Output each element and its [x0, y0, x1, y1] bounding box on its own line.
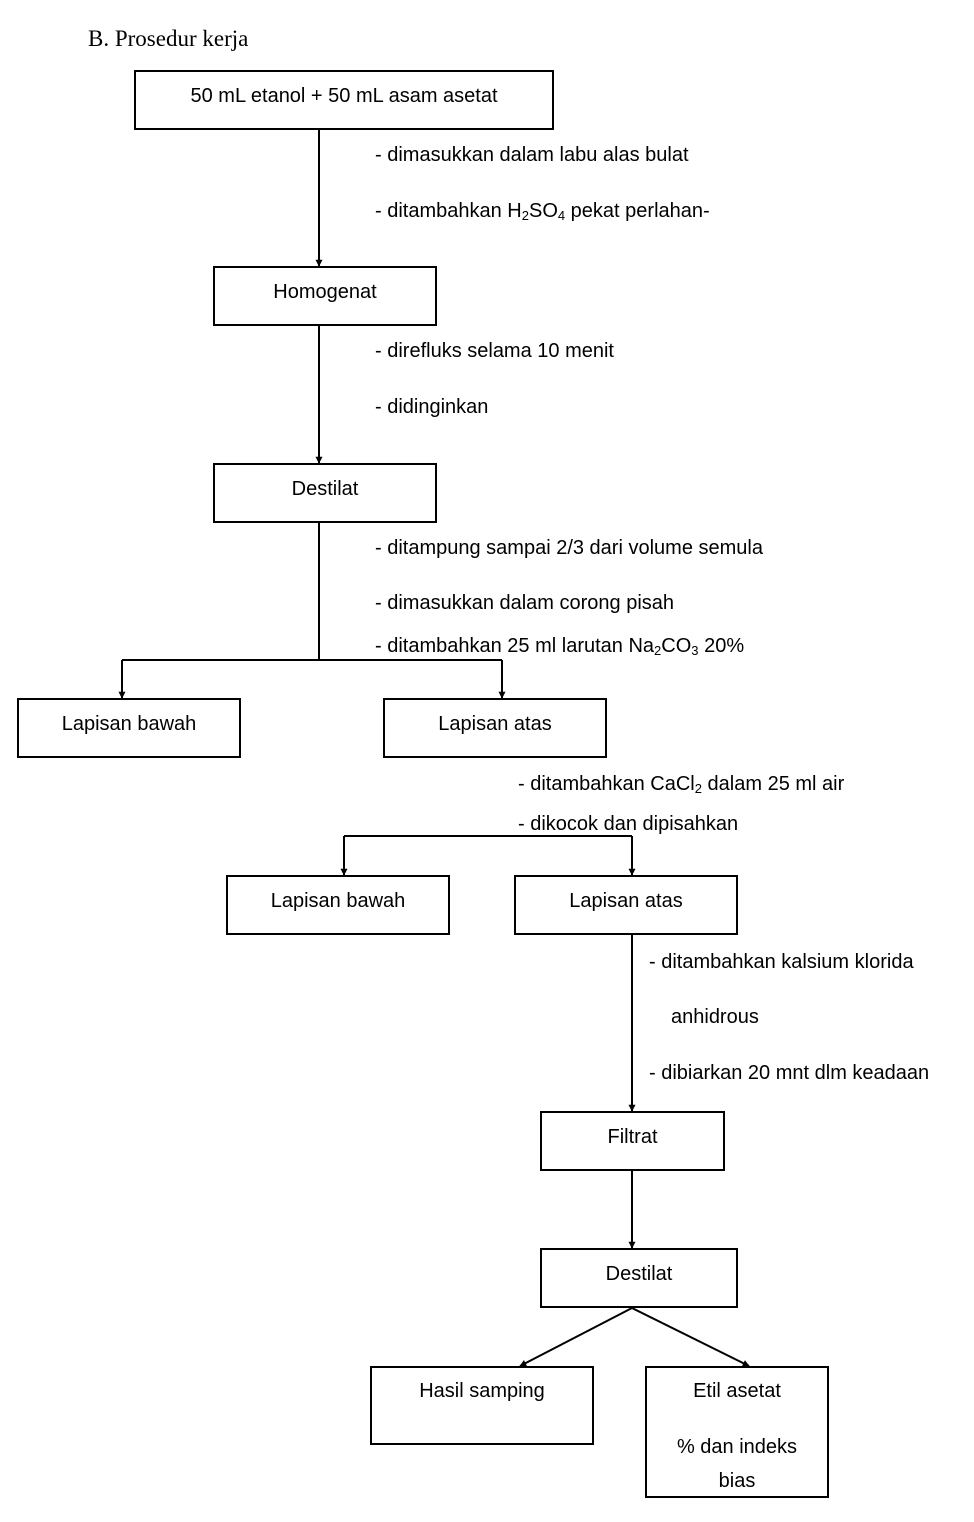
note-h2so4-text-2: SO [528, 200, 558, 222]
box-destilat-2-label: Destilat [605, 1263, 673, 1285]
box-start: 50 mL etanol + 50 mL asam asetat [134, 70, 554, 130]
note-na2co3-clipped: - ditambahkan 25 ml larutan Na2CO3 20% [375, 635, 744, 657]
note-dimasukkan-labu: - dimasukkan dalam labu alas bulat [375, 144, 689, 166]
note-na2co3-text-1: - ditambahkan 25 ml larutan Na [375, 635, 655, 657]
box-lapisan-atas-2: Lapisan atas [514, 875, 738, 935]
note-ditampung: - ditampung sampai 2/3 dari volume semul… [375, 537, 763, 559]
note-didinginkan: - didinginkan [375, 396, 489, 418]
box-etil-asetat: Etil asetat % dan indeks bias [645, 1366, 829, 1498]
box-hasil-samping: Hasil samping [370, 1366, 594, 1445]
box-filtrat: Filtrat [540, 1111, 725, 1171]
note-cacl2-text-2: dalam 25 ml air [701, 773, 845, 795]
note-kalsium-klorida: - ditambahkan kalsium klorida [649, 951, 914, 973]
box-hasil-samping-label: Hasil samping [419, 1380, 545, 1402]
note-na2co3-text-3: 20% [698, 635, 745, 657]
note-h2so4-sub-1: 2 [521, 208, 529, 223]
note-ditambahkan-h2so4: - ditambahkan H2SO4 pekat perlahan- [375, 199, 710, 223]
box-lapisan-bawah-2-label: Lapisan bawah [270, 890, 406, 912]
box-homogenat-label: Homogenat [273, 281, 377, 303]
note-na2co3-sub-1: 2 [654, 643, 662, 658]
box-lapisan-bawah-1: Lapisan bawah [17, 698, 241, 758]
box-etil-asetat-line2: % dan indeks [676, 1436, 798, 1458]
note-cacl2-sub: 2 [694, 781, 702, 796]
box-start-label: 50 mL etanol + 50 mL asam asetat [190, 85, 498, 107]
note-dikocok-clipped: - dikocok dan dipisahkan [518, 813, 738, 835]
arrow-destilat-to-hasil-samping [519, 1307, 633, 1367]
note-na2co3-sub-2: 3 [691, 643, 699, 658]
box-destilat-1: Destilat [213, 463, 437, 523]
box-homogenat: Homogenat [213, 266, 437, 326]
note-anhidrous: anhidrous [671, 1006, 759, 1028]
note-h2so4-text-1: - ditambahkan H [375, 200, 522, 222]
note-dikocok-text: - dikocok dan dipisahkan [518, 813, 739, 835]
note-cacl2: - ditambahkan CaCl2 dalam 25 ml air [518, 772, 844, 796]
box-lapisan-atas-1-label: Lapisan atas [438, 713, 552, 735]
note-h2so4-text-3: pekat perlahan- [565, 200, 710, 222]
box-destilat-1-label: Destilat [291, 478, 359, 500]
note-corong-pisah: - dimasukkan dalam corong pisah [375, 592, 675, 614]
note-h2so4-sub-2: 4 [557, 208, 566, 223]
box-lapisan-atas-1: Lapisan atas [383, 698, 607, 758]
box-etil-asetat-label: Etil asetat [693, 1380, 781, 1402]
box-filtrat-label: Filtrat [607, 1126, 658, 1148]
arrow-destilat-to-etil-asetat [631, 1307, 750, 1367]
note-direfluks: - direfluks selama 10 menit [375, 340, 614, 362]
note-na2co3-text-2: CO [661, 635, 692, 657]
box-destilat-2: Destilat [540, 1248, 738, 1308]
box-lapisan-bawah-1-label: Lapisan bawah [61, 713, 197, 735]
section-title: B. Prosedur kerja [88, 26, 249, 51]
box-lapisan-atas-2-label: Lapisan atas [569, 890, 683, 912]
note-dibiarkan: - dibiarkan 20 mnt dlm keadaan [649, 1062, 930, 1084]
box-etil-asetat-line3: bias [718, 1470, 756, 1492]
box-lapisan-bawah-2: Lapisan bawah [226, 875, 450, 935]
note-cacl2-text-1: - ditambahkan CaCl [518, 773, 695, 795]
